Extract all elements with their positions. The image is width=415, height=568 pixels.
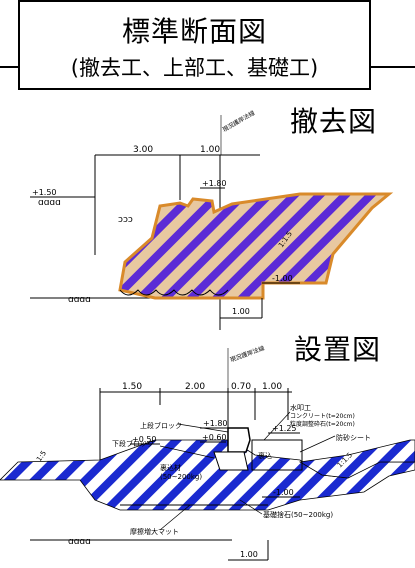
title-main: 標準断面図: [121, 15, 267, 48]
install-riprap-label: 基礎捨石(50~200kg): [263, 510, 333, 519]
install-level-bottom: -1.00: [273, 488, 294, 497]
install-backfill-label: 裏込: [258, 451, 272, 460]
install-dim-3: 0.70: [231, 382, 251, 392]
install-left-fill-size: (50~200kg): [160, 473, 202, 481]
install-dim-2: 2.00: [185, 382, 205, 392]
install-level-left: +0.50: [132, 435, 157, 444]
install-level-mid: +0.60: [202, 433, 227, 442]
removal-dim-left: 3.00: [133, 145, 153, 155]
install-level-upper: +1.25: [272, 424, 297, 433]
title-rule-left: [0, 66, 18, 68]
install-water-leader: [263, 411, 291, 441]
install-lower-block-leader: [159, 445, 215, 459]
title-box: 標準断面図 (撤去工、上部工、基礎工): [18, 0, 371, 90]
removal-base-rocks: [119, 289, 229, 296]
install-backfill-box: [251, 439, 303, 471]
install-heading: 設置図: [294, 333, 382, 366]
removal-top-note: 現況護岸法線: [221, 109, 256, 134]
install-right-band: [298, 439, 415, 479]
install-dim-1: 1.50: [122, 382, 142, 392]
removal-wave-mark: ɑɑɑɑ: [38, 198, 61, 208]
removal-cable-mark: ɔɔɔ: [118, 215, 133, 225]
removal-level-top: +1.80: [202, 179, 227, 188]
install-lower-block-shape: [213, 451, 249, 471]
install-base-dim: 1.00: [240, 550, 258, 559]
install-seabed-mark: ɑɑɑɑ: [68, 537, 91, 547]
removal-diagram: 3.00 1.00 現況護岸法線 +1.50 ɑɑɑɑ +1.80 ɑɑɑɑ 1…: [30, 109, 394, 330]
install-water-work-label: 水叩工: [290, 403, 311, 412]
removal-level-left: +1.50: [32, 188, 57, 197]
install-upper-block: [227, 427, 251, 453]
title-subtitle: (撤去工、上部工、基礎工): [70, 56, 319, 80]
install-level-top: +1.80: [203, 419, 228, 428]
removal-body: [118, 192, 394, 300]
install-friction-mat-label: 摩擦増大マット: [130, 527, 179, 536]
removal-seabed-mark: ɑɑɑɑ: [68, 295, 91, 305]
install-gravel-label: 粒度調整砕石(t=20cm): [290, 420, 355, 428]
install-concrete-label: コンクリート(t=20cm): [290, 413, 355, 420]
removal-dim-right: 1.00: [200, 145, 220, 155]
install-upper-block-label: 上段ブロック: [140, 421, 182, 430]
removal-level-bottom: -1.00: [272, 274, 293, 283]
install-dim-4: 1.00: [262, 382, 282, 392]
title-rule-right: [371, 66, 415, 68]
install-lower-block-label: 下段ブロック: [112, 439, 154, 448]
install-upper-block-leader: [177, 423, 229, 433]
removal-heading: 撤去図: [290, 105, 378, 138]
install-sand-sheet-leader: [299, 435, 336, 453]
install-top-note: 現況護岸法線: [229, 344, 266, 364]
install-mat-leader: [159, 504, 191, 531]
removal-base-dim: 1.00: [232, 307, 250, 316]
install-diagram: 1.50 2.00 0.70 1.00 現況護岸法線 ɑɑɑɑ 1.00 +1.…: [0, 344, 415, 561]
install-sand-sheet-label: 防砂シート: [336, 433, 371, 442]
install-riprap-leader: [239, 499, 263, 515]
install-left-fill-label: 裏込材: [160, 463, 181, 472]
